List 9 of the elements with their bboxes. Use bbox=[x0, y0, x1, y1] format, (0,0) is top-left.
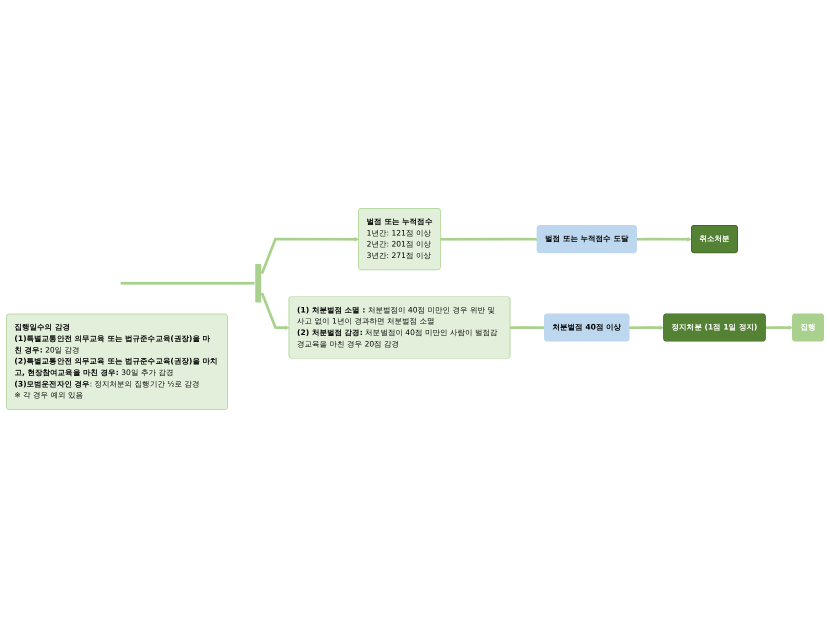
arrow bbox=[260, 292, 290, 330]
connector-line bbox=[440, 238, 538, 241]
arrow bbox=[766, 325, 793, 330]
arrow bbox=[260, 237, 360, 274]
arrow bbox=[636, 237, 692, 242]
arrow bbox=[629, 325, 664, 330]
bus-bar bbox=[255, 264, 262, 303]
connector-line bbox=[120, 282, 254, 285]
connector-line bbox=[510, 326, 545, 330]
